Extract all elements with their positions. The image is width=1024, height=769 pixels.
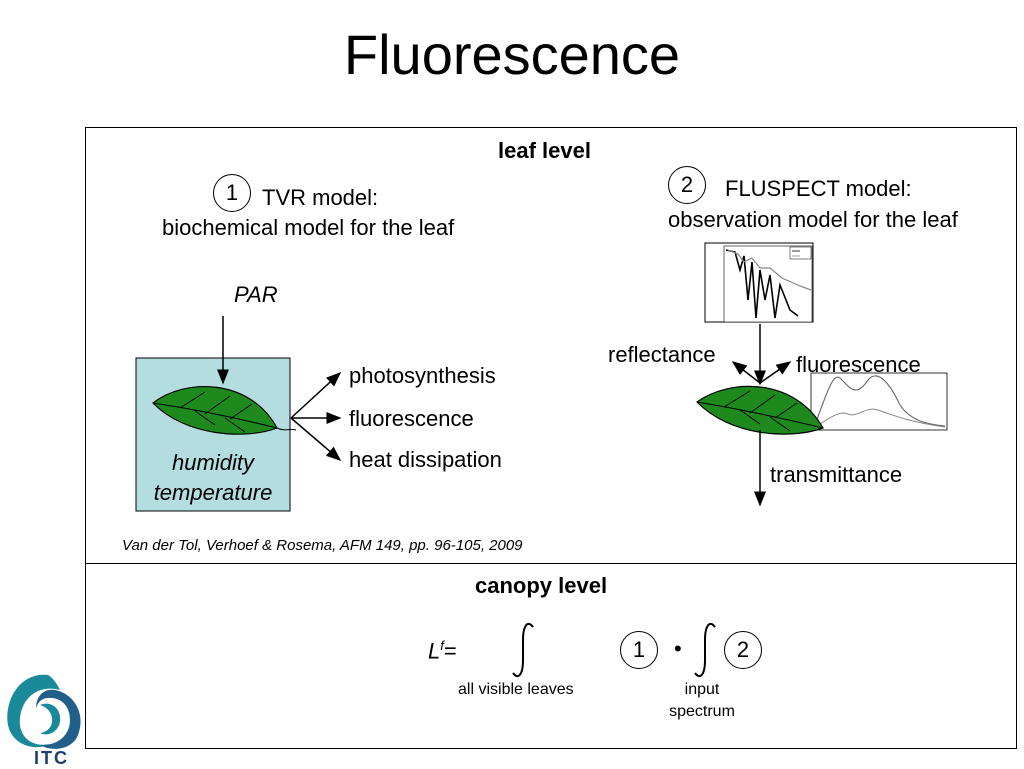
- tvr-model-title: TVR model:: [262, 185, 379, 210]
- canopy-level-heading: canopy level: [475, 573, 608, 598]
- slide-title: Fluorescence: [343, 23, 681, 86]
- photosynthesis-label: photosynthesis: [349, 363, 496, 388]
- itc-logo: [7, 674, 81, 749]
- leaf-environment-box: [135, 357, 291, 512]
- leaf-level-heading: leaf level: [498, 138, 591, 163]
- tvr-model-subtitle: biochemical model for the leaf: [162, 215, 455, 240]
- citation: Van der Tol, Verhoef & Rosema, AFM 149, …: [122, 537, 523, 554]
- fluspect-number-badge: 2: [668, 166, 706, 204]
- irradiance-spectrum-thumbnail: [704, 242, 814, 323]
- content-frame: [85, 127, 1017, 749]
- integral-sign-left: [512, 622, 534, 678]
- spectrum-label: spectrum: [669, 703, 735, 720]
- heat-dissipation-arrow: [290, 417, 342, 461]
- section-divider: [85, 563, 1017, 564]
- par-label: PAR: [234, 282, 278, 307]
- fluorescence-label: fluorescence: [349, 406, 474, 431]
- fluspect-model-subtitle: observation model for the leaf: [668, 207, 958, 232]
- itc-logo-text: ITC: [34, 748, 69, 768]
- heat-dissipation-label: heat dissipation: [349, 447, 502, 472]
- fluspect-model-title: FLUSPECT model:: [725, 176, 912, 201]
- formula-superscript: f: [440, 638, 444, 653]
- humidity-label: humidity: [172, 450, 254, 475]
- input-label: input: [684, 681, 720, 698]
- formula-lhs: Lf=: [428, 638, 457, 664]
- temperature-label: temperature: [153, 480, 273, 505]
- tvr-number-badge: 1: [213, 174, 251, 212]
- canopy-circle-1: 1: [620, 631, 658, 669]
- reflectance-label: reflectance: [608, 342, 716, 367]
- integral-label-visible-leaves: all visible leaves: [458, 681, 574, 698]
- formula-equals: =: [443, 638, 457, 664]
- formula-symbol: L: [428, 638, 441, 664]
- integral-sign-right: [694, 622, 716, 678]
- fluorescence-spectrum-thumbnail: [810, 372, 948, 431]
- multiply-dot: •: [674, 636, 682, 661]
- reflectance-arrow: [731, 361, 761, 384]
- leaf-icon-right: [696, 385, 824, 435]
- transmittance-label: transmittance: [770, 462, 903, 487]
- fluorescence-out-arrow: [759, 361, 792, 384]
- fluorescence-output-label: fluorescence: [796, 352, 921, 377]
- leaf-icon-left: [152, 386, 297, 435]
- photosynthesis-arrow: [290, 371, 342, 419]
- canopy-circle-2: 2: [724, 631, 762, 669]
